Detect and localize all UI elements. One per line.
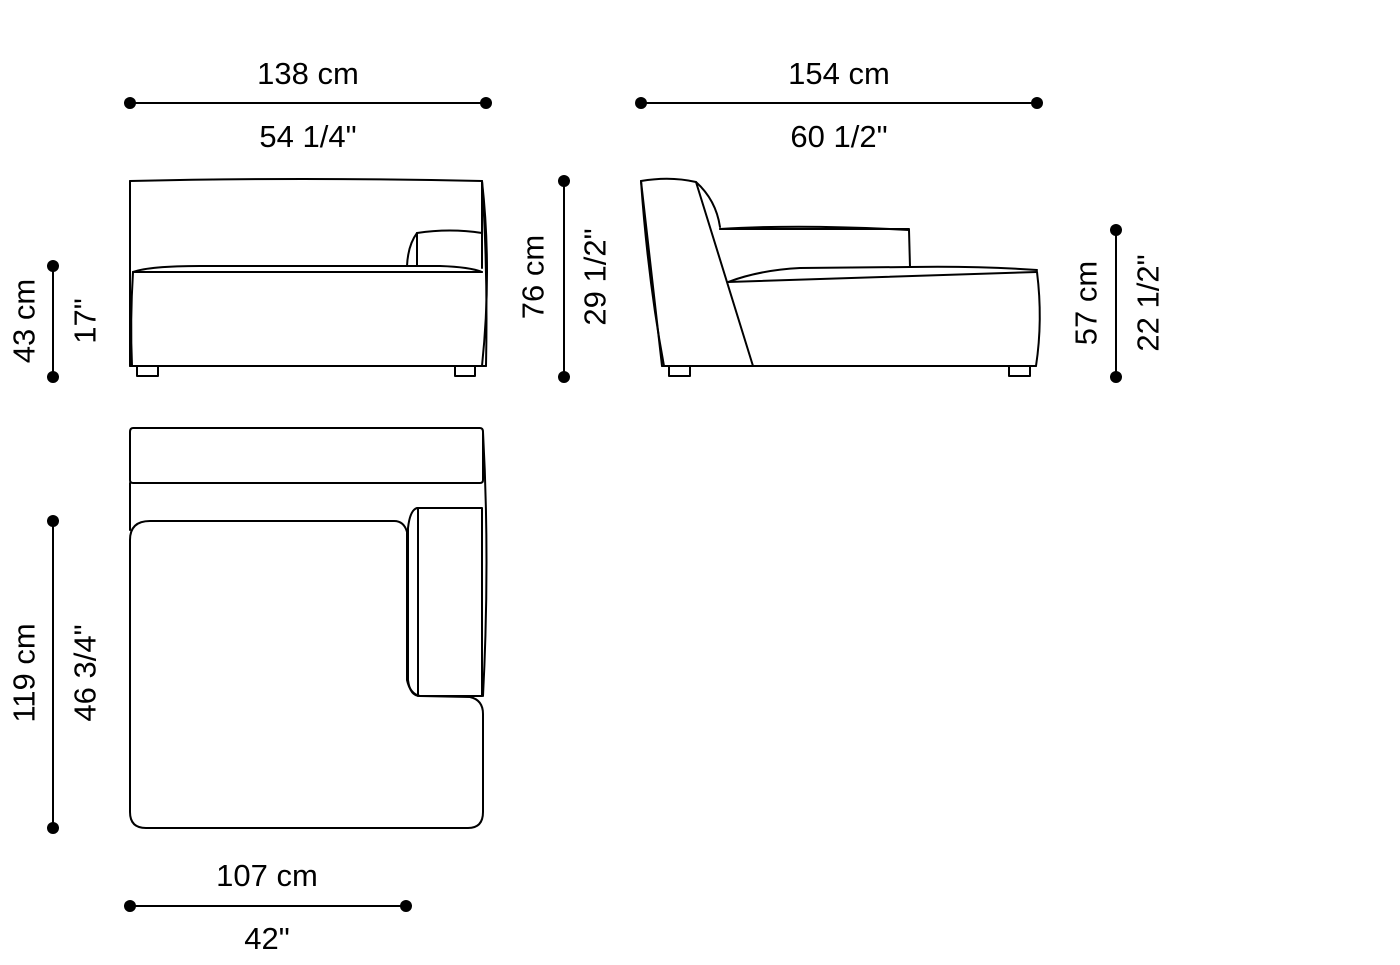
front-width-cm-label: 138 cm	[257, 56, 359, 91]
arm-height-cm-label: 57 cm	[1068, 260, 1104, 346]
front-width-in-label: 54 1/4"	[259, 119, 357, 154]
top-view	[129, 427, 488, 829]
dim-side-depth	[635, 97, 1043, 109]
front-view	[129, 178, 488, 377]
dim-top-depth	[47, 515, 59, 834]
arm-height-in-label: 22 1/2"	[1130, 254, 1166, 352]
dim-overall-height	[558, 175, 570, 383]
side-depth-in-label: 60 1/2"	[790, 119, 888, 154]
seat-width-in-label: 42"	[244, 921, 290, 956]
seat-height-cm-label: 43 cm	[6, 278, 42, 364]
dim-seat-width	[124, 900, 412, 912]
dim-seat-height	[47, 260, 59, 383]
seat-width-cm-label: 107 cm	[216, 858, 318, 893]
top-depth-in-label: 46 3/4"	[67, 624, 103, 722]
overall-height-cm-label: 76 cm	[515, 234, 551, 320]
side-depth-cm-label: 154 cm	[788, 56, 890, 91]
dim-front-width	[124, 97, 492, 109]
seat-height-in-label: 17"	[67, 298, 103, 344]
dim-arm-height	[1110, 224, 1122, 383]
side-view	[640, 177, 1041, 377]
overall-height-in-label: 29 1/2"	[577, 228, 613, 326]
top-depth-cm-label: 119 cm	[6, 623, 42, 723]
